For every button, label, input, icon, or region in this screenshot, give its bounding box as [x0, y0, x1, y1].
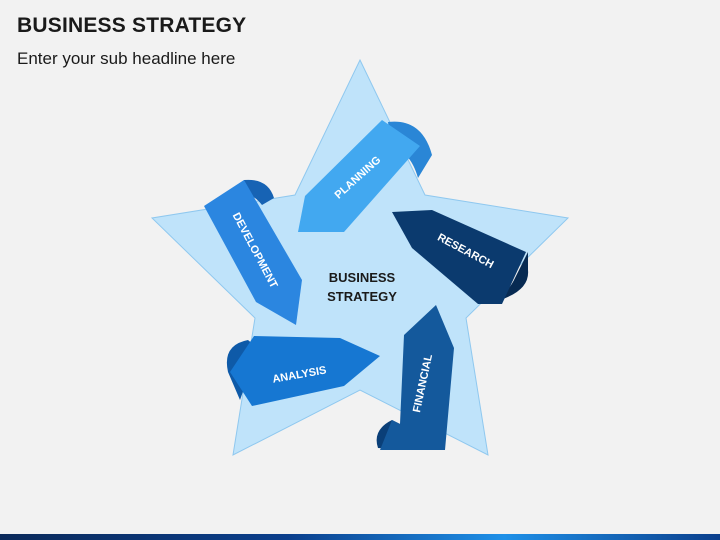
slide-subtitle: Enter your sub headline here — [17, 49, 236, 68]
research-segment: RESEARCH — [392, 210, 529, 304]
center-title-line1: BUSINESS — [329, 270, 396, 285]
footer-bar — [0, 534, 720, 540]
slide-title: BUSINESS STRATEGY — [17, 14, 247, 37]
analysis-segment: ANALYSIS — [226, 336, 380, 406]
center-title-line2: STRATEGY — [327, 289, 397, 304]
planning-segment: PLANNING — [298, 120, 432, 232]
financial-segment: FINANCIAL — [376, 305, 454, 450]
